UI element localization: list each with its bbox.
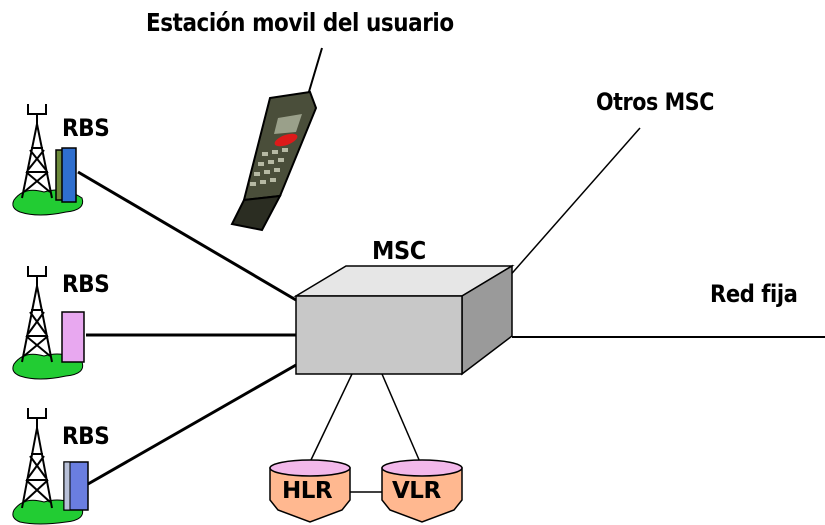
other-msc-label: Otros MSC: [596, 88, 714, 116]
vlr-label: VLR: [392, 478, 441, 504]
msc-box: [293, 264, 515, 376]
rbs-label-1: RBS: [62, 114, 110, 142]
fixed-network-label: Red fija: [710, 280, 798, 308]
msc-label: MSC: [372, 236, 426, 265]
mobile-phone-icon: [230, 47, 323, 232]
link-rbs3-msc: [87, 363, 297, 486]
mobile-station-label: Estación movil del usuario: [146, 8, 454, 37]
rbs-label-3: RBS: [62, 422, 110, 450]
rbs-label-2: RBS: [62, 270, 110, 298]
link-rbs1-msc: [77, 170, 297, 302]
link-msc-otros: [491, 127, 641, 297]
connection-lines: [77, 127, 825, 493]
hlr-database-icon: [269, 459, 351, 523]
link-msc-hlr: [309, 373, 353, 463]
rbs-tower-1: [12, 104, 84, 216]
vlr-database-icon: [381, 459, 463, 523]
rbs-tower-3: [12, 408, 89, 525]
rbs-tower-2: [12, 266, 85, 380]
link-msc-vlr: [381, 373, 421, 463]
hlr-label: HLR: [282, 478, 333, 504]
